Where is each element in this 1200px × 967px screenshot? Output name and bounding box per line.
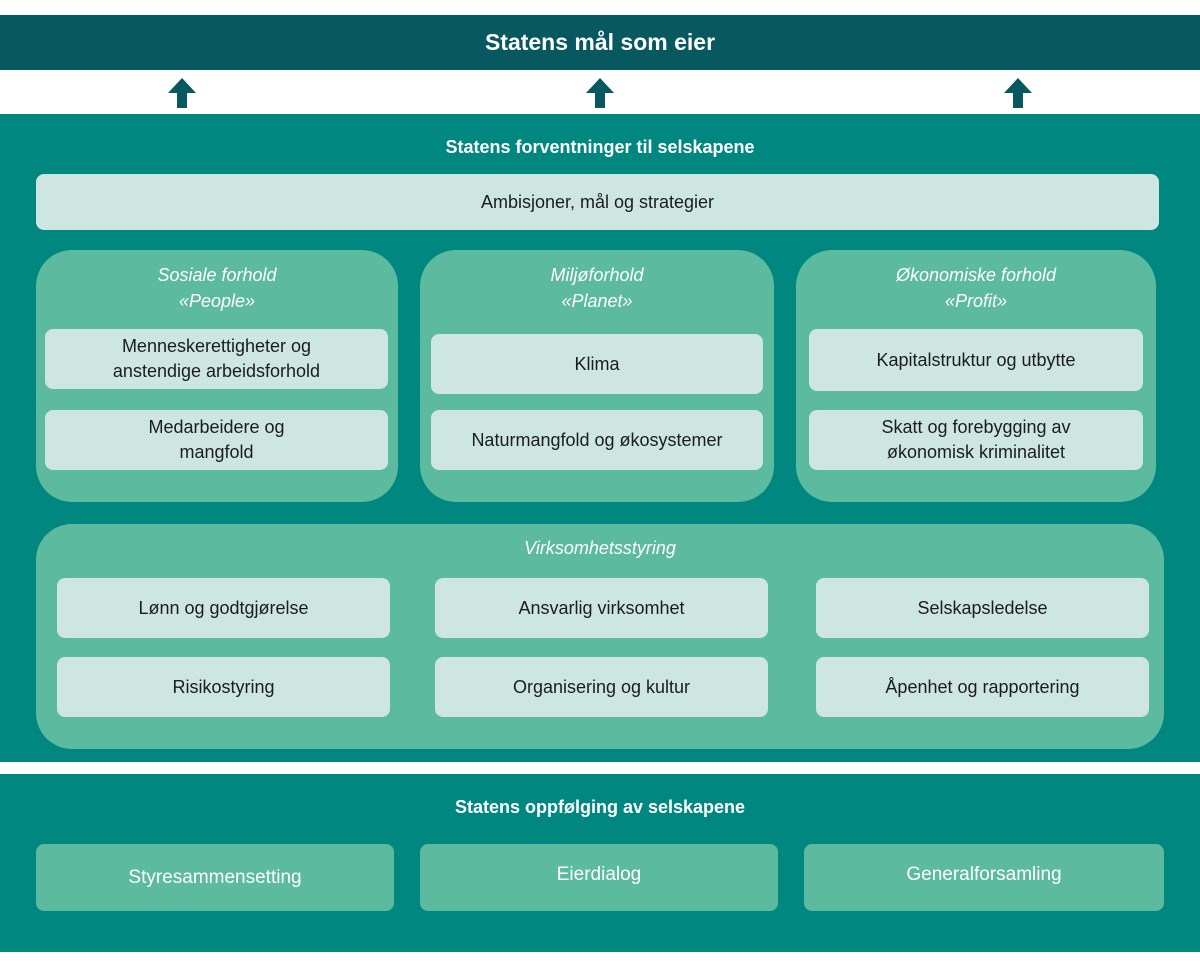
group-title-tag: «Profit» [944,291,1008,311]
governance-title: Virksomhetsstyring [524,538,676,558]
item-remuneration: Lønn og godtgjørelse [57,578,390,638]
followup-label: Eierdialog [556,863,642,885]
ambitions-box: Ambisjoner, mål og strategier [36,174,1159,230]
group-governance: Virksomhetsstyring Lønn og godtgjørelse … [36,524,1164,749]
followup-board-composition: Styresammensetting [36,844,394,911]
group-economic: Økonomiske forhold «Profit» Kapitalstruk… [796,250,1156,502]
item-biodiversity: Naturmangfold og økosystemer [431,410,763,470]
group-economic-title: Økonomiske forhold «Profit» [796,262,1156,314]
item-label: Ansvarlig virksomhet [518,597,685,618]
item-label: Skatt og forebygging av økonomisk krimin… [881,417,1071,462]
group-title-line: Miljøforhold [550,265,644,285]
followup-label: Styresammensetting [128,866,302,888]
item-transparency-reporting: Åpenhet og rapportering [816,657,1149,717]
owner-goals-banner: Statens mål som eier [0,15,1200,70]
followup-panel: Statens oppfølging av selskapene Styresa… [0,774,1200,952]
arrow-up-icon [585,78,615,108]
item-label: Lønn og godtgjørelse [138,597,309,618]
followup-owner-dialogue: Eierdialog [420,844,778,911]
item-responsible-business: Ansvarlig virksomhet [435,578,768,638]
item-employees-diversity: Medarbeidere og mangfold [45,410,388,470]
group-social-title: Sosiale forhold «People» [36,262,398,314]
item-label: Kapitalstruktur og utbytte [876,349,1076,370]
ambitions-label: Ambisjoner, mål og strategier [480,191,715,212]
item-tax-crime: Skatt og forebygging av økonomisk krimin… [809,410,1143,470]
item-risk-management: Risikostyring [57,657,390,717]
followup-title: Statens oppfølging av selskapene [454,797,746,817]
item-human-rights: Menneskerettigheter og anstendige arbeid… [45,329,388,389]
item-label: Selskapsledelse [917,597,1048,618]
item-label: Risikostyring [172,676,275,697]
item-label: Naturmangfold og økosystemer [471,429,723,450]
arrow-up-icon [1003,78,1033,108]
followup-general-meeting: Generalforsamling [804,844,1164,911]
expectations-panel: Statens forventninger til selskapene Amb… [0,114,1200,762]
group-title-line: Økonomiske forhold [895,265,1057,285]
item-organisation-culture: Organisering og kultur [435,657,768,717]
group-social: Sosiale forhold «People» Menneskerettigh… [36,250,398,502]
group-title-tag: «Planet» [561,291,633,311]
group-environment: Miljøforhold «Planet» Klima Naturmangfol… [420,250,774,502]
expectations-title: Statens forventninger til selskapene [445,137,755,157]
group-environment-title: Miljøforhold «Planet» [420,262,774,314]
group-title-tag: «People» [178,291,256,311]
group-title-line: Sosiale forhold [157,265,277,285]
item-label: Medarbeidere og mangfold [148,417,285,462]
arrow-up-icon [167,78,197,108]
followup-label: Generalforsamling [906,863,1062,885]
item-corporate-management: Selskapsledelse [816,578,1149,638]
item-label: Åpenhet og rapportering [885,676,1080,697]
item-label: Klima [574,353,620,374]
item-label: Menneskerettigheter og anstendige arbeid… [112,336,321,381]
item-capital-structure: Kapitalstruktur og utbytte [809,329,1143,391]
owner-goals-title: Statens mål som eier [484,29,716,55]
item-climate: Klima [431,334,763,394]
item-label: Organisering og kultur [512,676,691,697]
